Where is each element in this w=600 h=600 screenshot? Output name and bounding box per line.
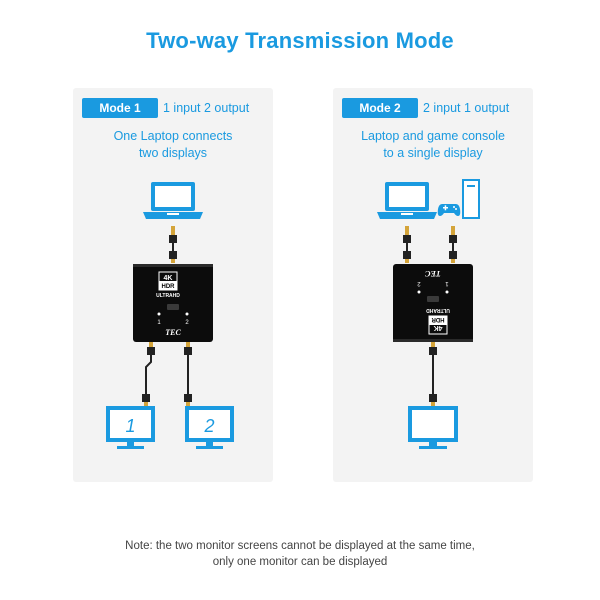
monitor-1-icon: 1	[106, 406, 155, 449]
hdmi-output-cable-1	[142, 342, 155, 407]
switch-hdr-label: HDR	[431, 316, 445, 322]
hdmi-input-cable-1	[403, 226, 411, 263]
page-title: Two-way Transmission Mode	[146, 28, 454, 53]
switch-ultrahd-label: ULTRAHD	[426, 307, 450, 313]
switch-brand-label: TEC	[425, 269, 441, 278]
mode-2-badge: Mode 2	[342, 98, 418, 118]
monitor-icon	[408, 406, 458, 449]
switch-4k-label: 4K	[434, 324, 443, 331]
footnote-line-2: only one monitor can be displayed	[212, 556, 388, 568]
hdmi-output-cable-2	[184, 342, 192, 407]
mode-2-diagram: 4K HDR ULTRAHD 1 2 TEC	[377, 179, 480, 449]
switch-port-2-label: 2	[185, 320, 189, 326]
hdmi-switch-box: 4K HDR ULTRAHD 1 2 TEC	[133, 264, 213, 342]
mode-2-header: Mode 2 2 input 1 output	[333, 98, 533, 118]
mode-2-caption-line-2: to a single display	[383, 146, 483, 160]
mode-1-caption-line-2: two displays	[138, 146, 208, 160]
switch-brand-label: TEC	[165, 328, 181, 337]
switch-port-1-label: 1	[445, 280, 449, 286]
game-console-icon	[462, 179, 480, 219]
hdmi-input-cable-2	[449, 226, 457, 263]
switch-hdr-label: HDR	[162, 284, 176, 290]
mode-2-caption: Laptop and game console to a single disp…	[333, 128, 533, 162]
game-controller-icon	[437, 204, 461, 216]
monitor-1-number: 1	[125, 416, 135, 436]
mode-1-diagram: 4K HDR ULTRAHD 1 2 TEC	[106, 182, 234, 449]
footnote: Note: the two monitor screens cannot be …	[0, 538, 600, 570]
mode-1-header: Mode 1 1 input 2 output	[73, 98, 273, 118]
mode-1-badge: Mode 1	[82, 98, 158, 118]
switch-ultrahd-label: ULTRAHD	[156, 293, 180, 299]
laptop-icon	[143, 182, 203, 219]
switch-button	[427, 296, 439, 302]
monitor-2-icon: 2	[185, 406, 234, 449]
mode-2-panel: Mode 2 2 input 1 output Laptop and game …	[333, 88, 533, 482]
mode-2-description: 2 input 1 output	[423, 101, 510, 115]
laptop-icon	[377, 182, 437, 219]
mode-1-panel: Mode 1 1 input 2 output One Laptop conne…	[73, 88, 273, 482]
hdmi-output-cable	[429, 342, 437, 407]
switch-port-1-label: 1	[157, 320, 161, 326]
mode-2-caption-line-1: Laptop and game console	[361, 129, 505, 143]
switch-button	[167, 304, 179, 310]
mode-1-description: 1 input 2 output	[163, 101, 250, 115]
switch-4k-label: 4K	[164, 275, 173, 282]
hdmi-switch-box: 4K HDR ULTRAHD 1 2 TEC	[393, 264, 473, 342]
hdmi-input-cable	[169, 226, 177, 263]
mode-1-caption: One Laptop connects two displays	[73, 128, 273, 162]
switch-port-2-label: 2	[417, 280, 421, 286]
mode-1-caption-line-1: One Laptop connects	[113, 129, 233, 143]
footnote-line-1: Note: the two monitor screens cannot be …	[125, 540, 475, 552]
monitor-2-number: 2	[203, 416, 214, 436]
